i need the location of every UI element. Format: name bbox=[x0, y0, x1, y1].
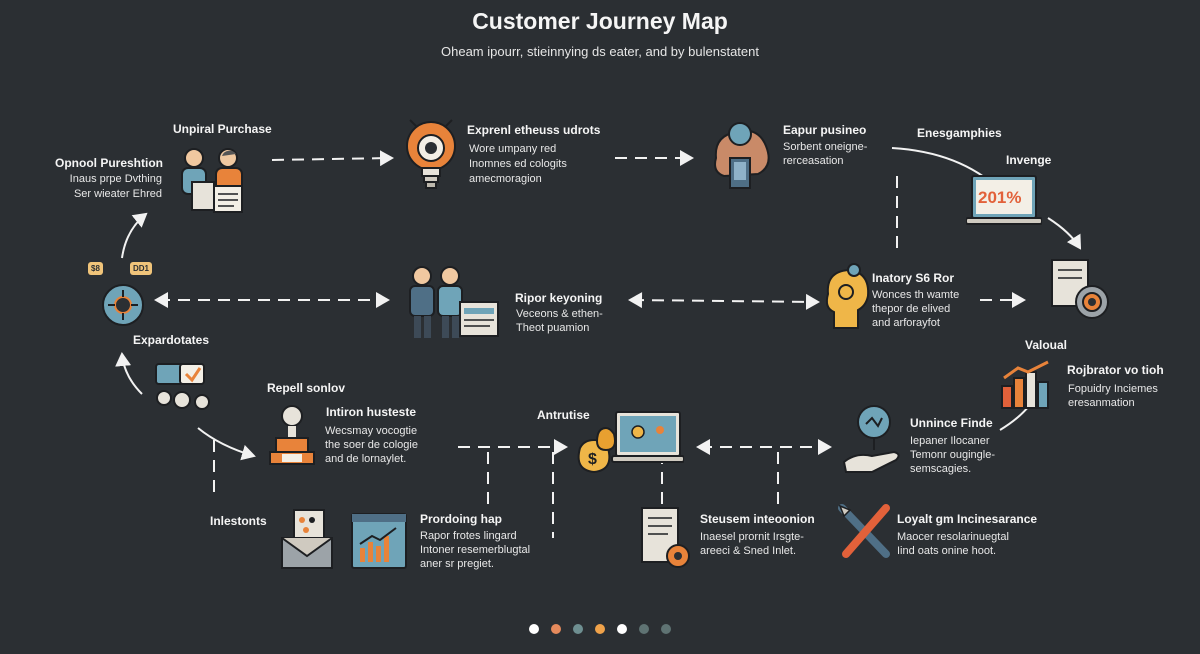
pager-dot-7[interactable] bbox=[661, 624, 671, 634]
node-expreral-line-3: amecmoragion bbox=[469, 173, 542, 185]
pager-dot-5[interactable] bbox=[617, 624, 627, 634]
hand-location-icon bbox=[842, 405, 900, 473]
node-expreral-line-2: Inomnes ed cologits bbox=[469, 158, 567, 170]
node-unnince-line-2: Temonr ougingle- bbox=[910, 449, 995, 461]
page-title: Customer Journey Map bbox=[472, 8, 728, 34]
node-expreral-line-1: Wore umpany red bbox=[469, 143, 557, 155]
node-inatory-title: Inatory S6 Ror bbox=[872, 271, 955, 285]
money-laptop-icon: $ bbox=[577, 411, 684, 474]
node-loyalt-line-1: Maocer resolarinuegtal bbox=[897, 531, 1009, 543]
node-inatory-line-3: and arforayfot bbox=[872, 317, 940, 329]
svg-text:$: $ bbox=[588, 451, 597, 468]
brain-phone-icon bbox=[714, 122, 770, 189]
arrow-invenge-down bbox=[1047, 217, 1082, 250]
tools-icon bbox=[838, 504, 890, 558]
arrow-left-up bbox=[121, 212, 148, 259]
node-intiron-line-3: and de lornaylet. bbox=[325, 453, 407, 465]
node-rojbrator-line-1: Fopuidry Inciemes bbox=[1068, 383, 1158, 395]
chart-window-icon bbox=[351, 513, 407, 569]
node-opnool-line-2: Ser wieater Ehred bbox=[73, 188, 162, 200]
presenter-icon bbox=[269, 405, 315, 465]
node-repell-title: Repell sonlov bbox=[267, 381, 346, 395]
arrow-top-1 bbox=[271, 150, 394, 167]
pager-dot-4[interactable] bbox=[595, 624, 605, 634]
pager-dot-3[interactable] bbox=[573, 624, 583, 634]
node-intiron-line-2: the soer de cologie bbox=[325, 439, 418, 451]
lightbulb-eye-icon bbox=[406, 119, 456, 189]
node-steusem-line-2: areeci & Sned Inlet. bbox=[700, 545, 797, 557]
node-valoual-title: Valoual bbox=[1025, 338, 1068, 352]
document-gear-icon bbox=[641, 507, 690, 568]
node-invenge-title: Invenge bbox=[1006, 153, 1052, 167]
head-gear-icon bbox=[825, 263, 870, 329]
pager-dot-2[interactable] bbox=[551, 624, 561, 634]
node-prordoing-title: Prordoing hap bbox=[420, 512, 502, 526]
node-opnool-title: Opnool Pureshtion bbox=[55, 156, 163, 170]
node-enea-title: Enesgamphies bbox=[917, 126, 1002, 140]
laptop-screen-value: 201% bbox=[978, 188, 1022, 207]
gear-document-icon bbox=[1051, 259, 1109, 319]
node-prordoing-line-3: aner sr pregiet. bbox=[420, 558, 494, 570]
laptop-chart-icon bbox=[966, 175, 1042, 225]
node-inlestonts-title: Inlestonts bbox=[210, 514, 267, 528]
badge-left: $8 bbox=[88, 262, 103, 275]
node-antrutise-title: Antrutise bbox=[537, 408, 590, 422]
hub-circle-icon bbox=[102, 284, 144, 326]
node-steusem-line-1: Inaesel prornit Irsgte- bbox=[700, 531, 804, 543]
node-unnince-line-3: semscagies. bbox=[910, 463, 972, 475]
node-expardotates-title: Expardotates bbox=[133, 333, 210, 347]
node-unpiral-title: Unpiral Purchase bbox=[173, 122, 272, 136]
node-expreral-title: Exprenl etheuss udrots bbox=[467, 123, 601, 137]
node-unnince-line-1: Iepaner Ilocaner bbox=[910, 435, 990, 447]
node-ripor-line-1: Veceons & ethen- bbox=[516, 308, 603, 320]
node-loyalt-line-2: Iind oats onine hoot. bbox=[897, 545, 997, 557]
arrow-bottom-left bbox=[197, 427, 256, 461]
node-inatory-line-1: Wonces th wamte bbox=[872, 289, 960, 301]
node-inatory-line-2: thepor de elived bbox=[872, 303, 951, 315]
node-eapur-line-2: rerceasation bbox=[783, 155, 844, 167]
node-ripor-line-2: Theot puamion bbox=[516, 322, 590, 334]
growth-chart-icon bbox=[1001, 360, 1049, 409]
node-rojbrator-line-2: eresanmation bbox=[1068, 397, 1135, 409]
pager-dot-1[interactable] bbox=[529, 624, 539, 634]
arrow-left-down bbox=[115, 352, 143, 395]
badge-right: DD1 bbox=[130, 262, 153, 275]
node-intiron-line-1: Wecsmay vocogtie bbox=[325, 425, 418, 437]
node-ripor-title: Ripor keyoning bbox=[515, 291, 603, 305]
node-steusem-title: Steusem inteoonion bbox=[700, 512, 815, 526]
node-opnool-line-1: Inaus prpe Dvthing bbox=[69, 173, 162, 185]
node-prordoing-line-2: Intoner resemerblugtal bbox=[420, 544, 531, 556]
node-loyalt-title: Loyalt gm Incinesarance bbox=[897, 512, 1038, 526]
page-subtitle: Oheam ipourr, stieinnying ds eater, and … bbox=[441, 44, 759, 59]
pager-dot-6[interactable] bbox=[639, 624, 649, 634]
node-intiron-title: Intiron husteste bbox=[326, 405, 417, 419]
team-board-icon bbox=[409, 266, 499, 338]
people-documents-icon bbox=[181, 148, 243, 213]
node-prordoing-line-1: Rapor frotes lingard bbox=[420, 530, 517, 542]
node-unnince-title: Unnince Finde bbox=[910, 416, 993, 430]
node-rojbrator-title: Rojbrator vo tioh bbox=[1067, 363, 1164, 377]
envelope-card-icon bbox=[281, 509, 333, 569]
node-eapur-line-1: Sorbent oneigne- bbox=[783, 141, 868, 153]
node-eapur-title: Eapur pusineo bbox=[783, 123, 867, 137]
arrow-mid-2 bbox=[628, 292, 820, 310]
chat-people-icon bbox=[155, 363, 210, 410]
